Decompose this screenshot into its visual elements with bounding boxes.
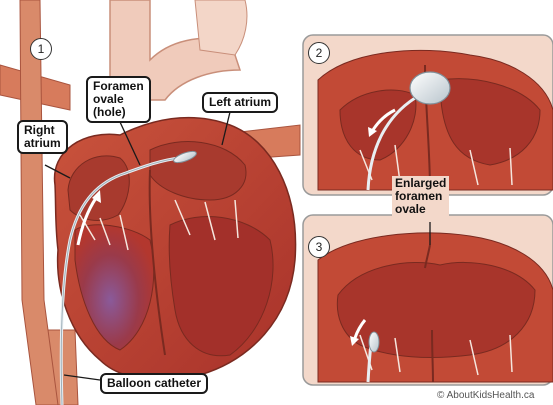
step-number-3: 3 xyxy=(308,236,330,258)
credit-text: © AboutKidsHealth.ca xyxy=(437,390,534,401)
panel-3-chamber xyxy=(337,262,535,357)
label-right-atrium: Right atrium xyxy=(17,120,68,154)
upper-vessel xyxy=(195,0,247,55)
balloon-inflated xyxy=(410,72,450,104)
step-number-1: 1 xyxy=(30,38,52,60)
balloon-withdrawn xyxy=(369,332,379,352)
panel-2 xyxy=(303,35,553,195)
panel-1 xyxy=(0,0,300,405)
label-balloon-catheter: Balloon catheter xyxy=(100,373,208,394)
label-enlarged-foramen-ovale: Enlarged foramen ovale xyxy=(392,176,449,217)
label-foramen-ovale: Foramen ovale (hole) xyxy=(86,76,151,123)
label-left-atrium: Left atrium xyxy=(202,92,278,113)
step-number-2: 2 xyxy=(308,42,330,64)
panel-3 xyxy=(303,215,553,385)
